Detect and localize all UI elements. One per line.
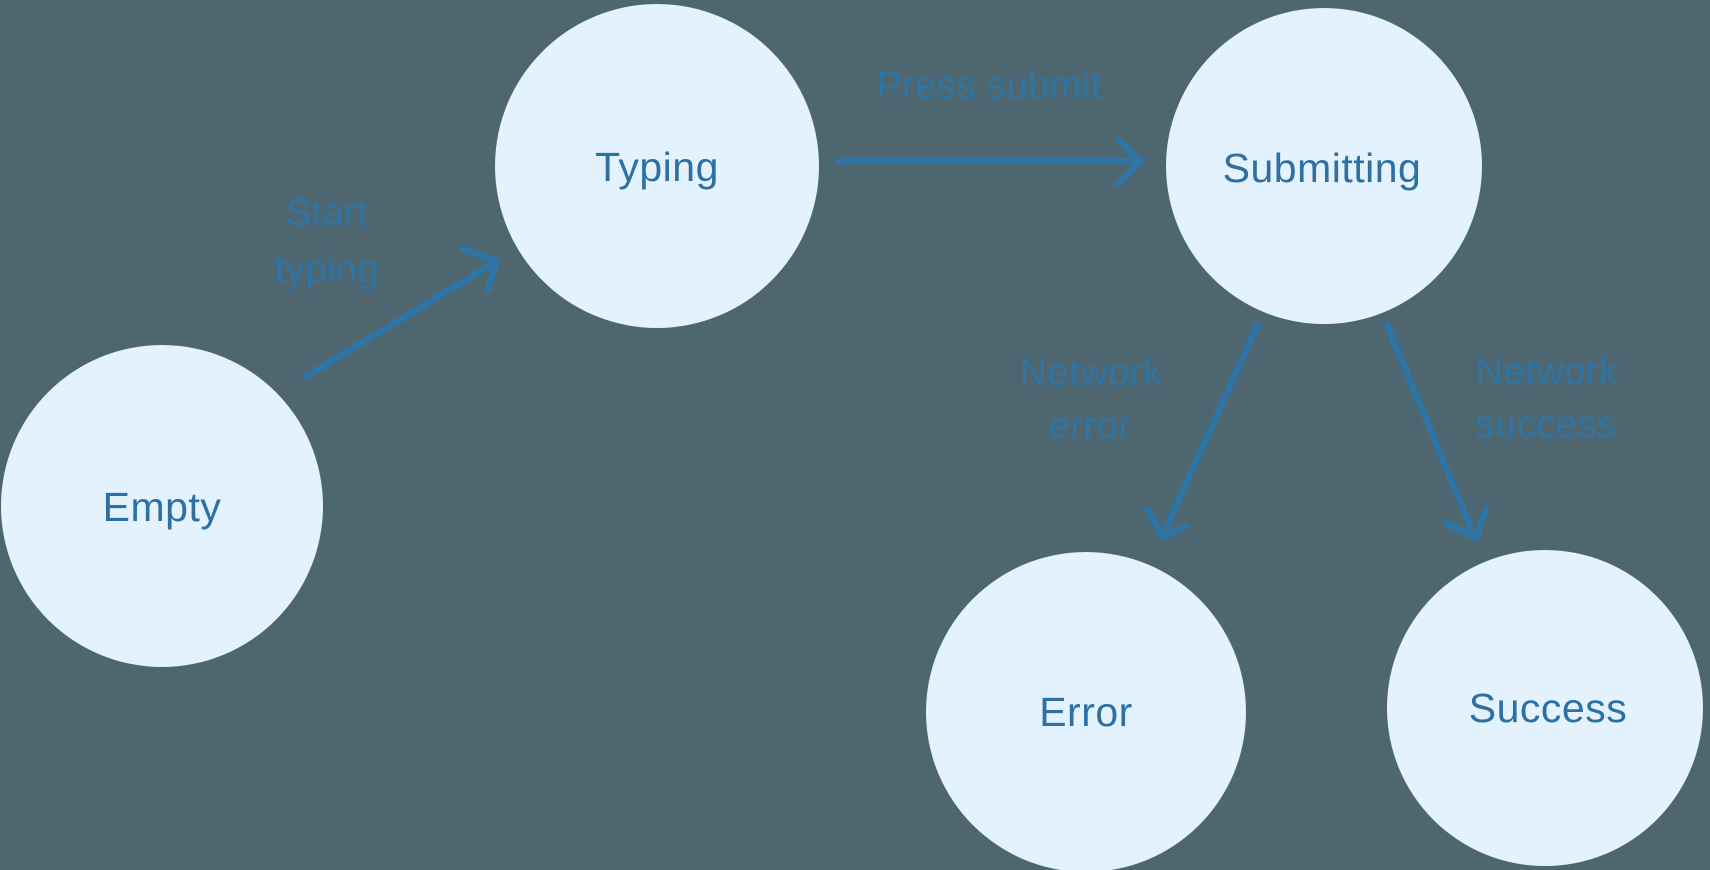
state-circle [1387,550,1703,866]
state-circle [1,345,323,667]
edge-line [1162,320,1262,532]
edge-label-line: typing [275,249,379,291]
state-label: Typing [595,144,719,190]
state-node-empty: Empty [1,345,323,667]
edge-label-line: Network [1020,352,1163,394]
edge-label-line: error [1049,405,1132,447]
edge-arrowhead-icon [1143,505,1190,541]
state-node-error: Error [926,552,1246,870]
edge-submitting-error: Network error [1020,320,1262,541]
state-node-typing: Typing [495,4,819,328]
state-label: Success [1469,685,1627,731]
state-label: Empty [103,484,222,530]
edge-label-line: Network [1476,351,1619,393]
edge-arrowhead-icon [1443,505,1490,542]
state-node-submitting: Submitting [1166,8,1482,324]
state-circle [1166,8,1482,324]
edge-arrowhead-icon [1114,136,1145,188]
edge-arrowhead-icon [459,245,500,294]
state-label: Submitting [1223,145,1422,191]
edge-submitting-success: Network success [1383,321,1619,542]
state-circle [495,4,819,328]
edge-typing-submitting: Press submit [834,65,1145,188]
edge-label-line: Start [286,192,369,234]
edge-line [1383,321,1475,532]
edge-label-line: Press submit [876,65,1102,107]
edge-empty-typing: Start typing [275,192,500,381]
state-node-success: Success [1387,550,1703,866]
edge-line [301,259,498,381]
state-circle [926,552,1246,870]
state-label: Error [1039,689,1133,735]
edge-label-line: success [1476,404,1617,446]
